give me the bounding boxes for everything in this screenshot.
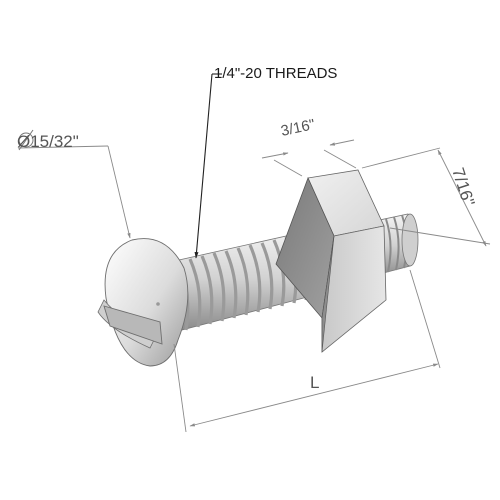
nut-width-label: 7/16": [448, 165, 478, 208]
nut-thickness-label: 3/16": [279, 116, 316, 140]
head-diameter-label: Ø15/32": [17, 132, 79, 151]
nut-thickness-dimension: [261, 139, 357, 177]
thread-leader: [194, 73, 222, 259]
length-label: L: [310, 373, 319, 392]
thread-spec-label: 1/4"-20 THREADS: [214, 65, 337, 82]
nut-width-dimension: [361, 147, 491, 247]
round-head: [97, 238, 189, 367]
slot: [103, 305, 163, 345]
head-diameter-dimension: [17, 129, 131, 239]
square-nut: [275, 169, 387, 353]
length-dimension: [173, 269, 441, 433]
